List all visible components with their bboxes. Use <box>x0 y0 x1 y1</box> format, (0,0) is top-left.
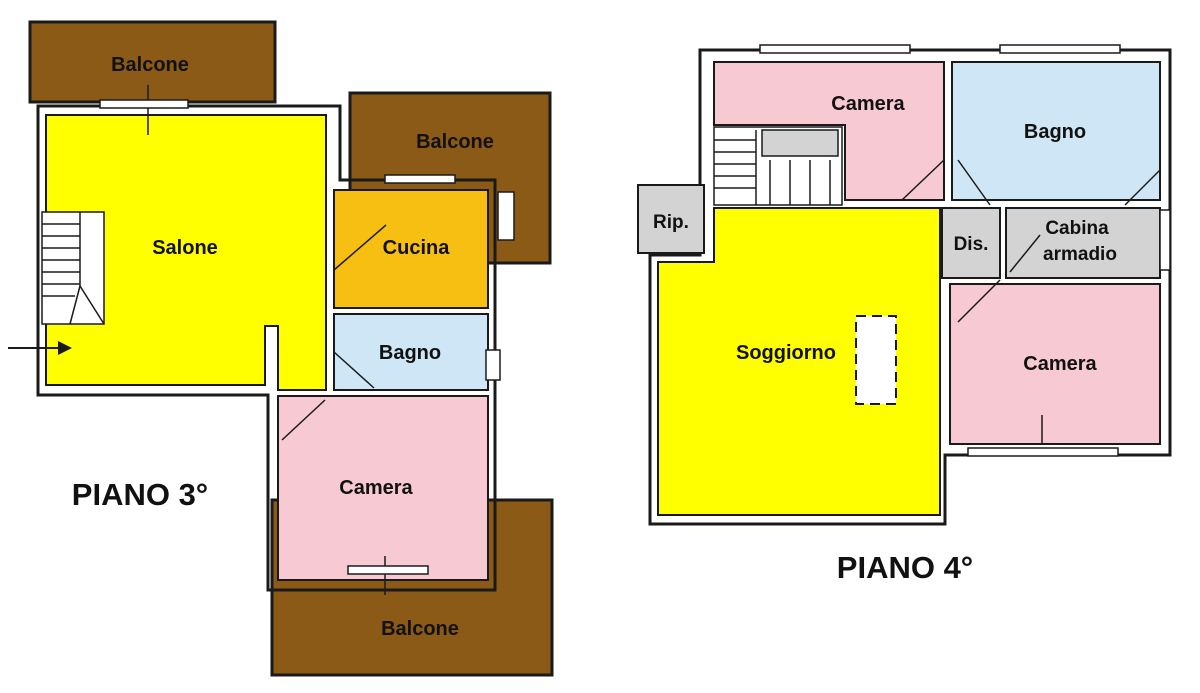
label-dis: Dis. <box>954 234 989 255</box>
label-balcone-bottom: Balcone <box>381 618 459 640</box>
stairs-floor-4 <box>713 126 843 206</box>
label-balcone-top: Balcone <box>111 54 189 76</box>
windows-floor-4 <box>759 44 1171 457</box>
label-salone: Salone <box>152 237 218 259</box>
windows-floor-3 <box>99 99 515 575</box>
floor-3-outer-wall <box>36 104 497 592</box>
label-camera-floor-3: Camera <box>339 477 413 499</box>
stairs-floor-3 <box>41 211 105 325</box>
room-camera-right <box>949 283 1161 445</box>
room-soggiorno <box>657 207 941 516</box>
label-cucina: Cucina <box>383 237 451 259</box>
doors-floor-3 <box>147 85 387 595</box>
room-camera-floor-3 <box>277 395 489 581</box>
entrance-arrow-icon <box>8 341 72 355</box>
label-cabina-line1: Cabina <box>1045 218 1109 239</box>
label-camera-top: Camera <box>831 93 905 115</box>
room-camera-top <box>713 61 945 201</box>
doors-floor-4 <box>901 159 1161 445</box>
table-dashed <box>855 315 897 405</box>
label-bagno-floor-4: Bagno <box>1024 121 1086 143</box>
label-soggiorno: Soggiorno <box>736 342 836 364</box>
room-cucina <box>333 189 489 309</box>
label-cabina-line2: armadio <box>1043 244 1117 265</box>
floor-4-outer-wall <box>648 48 1172 526</box>
floor-3-title: PIANO 3° <box>72 477 208 512</box>
room-ripostiglio <box>637 184 705 254</box>
label-balcone-right: Balcone <box>416 131 494 153</box>
label-camera-right: Camera <box>1023 353 1097 375</box>
room-salone <box>45 114 327 391</box>
floor-3-plan: Balcone Balcone Salone Cucina Bagno Came… <box>8 20 554 677</box>
room-bagno-floor-4 <box>951 61 1161 201</box>
label-bagno-floor-3: Bagno <box>379 342 441 364</box>
label-rip: Rip. <box>653 212 689 233</box>
floor-4-plan: Camera Bagno Rip. Dis. Cabina armadio So… <box>637 44 1172 585</box>
room-disimpegno <box>941 207 1001 279</box>
balcony-top <box>28 20 277 104</box>
room-cabina-armadio <box>1005 207 1161 279</box>
floor-4-title: PIANO 4° <box>837 550 973 585</box>
